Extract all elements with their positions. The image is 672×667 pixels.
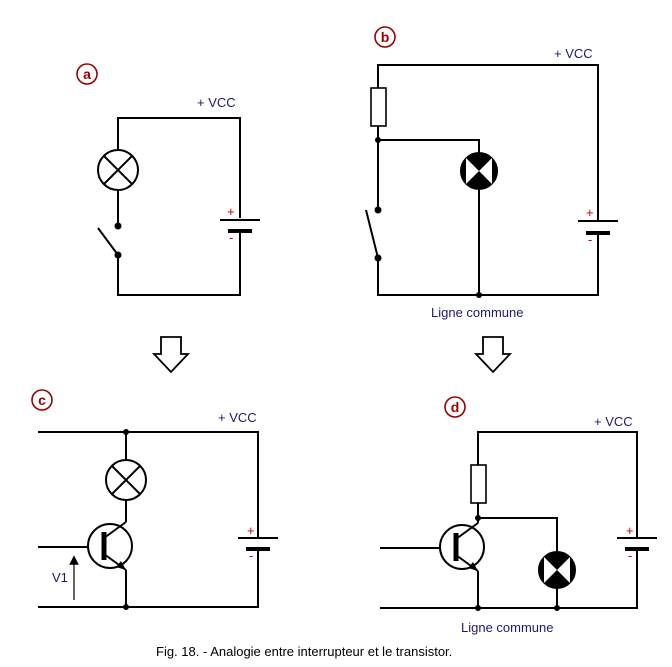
circuit-a-top-wire bbox=[117, 117, 241, 218]
circuit-a-vcc-label: + VCC bbox=[197, 95, 236, 110]
svg-text:-: - bbox=[628, 548, 632, 563]
circuit-c-vcc-label: + VCC bbox=[218, 410, 257, 425]
svg-text:-: - bbox=[588, 232, 592, 247]
circuit-d-bottom-wire bbox=[380, 551, 638, 609]
down-arrow-icon-right bbox=[473, 336, 513, 374]
circuit-b-lamp-feed-wire bbox=[378, 139, 480, 153]
circuit-a-badge: a bbox=[76, 63, 98, 85]
circuit-c-input-label: V1 bbox=[52, 570, 68, 585]
circuit-c: c + VCC V1 + - bbox=[31, 389, 278, 610]
circuit-d-lamp-icon bbox=[538, 551, 576, 589]
circuit-b-lamp-icon bbox=[460, 152, 498, 190]
circuit-b-bottom-wire bbox=[377, 234, 599, 296]
circuit-b-top-wire bbox=[377, 64, 599, 220]
circuit-c-badge: c bbox=[31, 389, 53, 411]
circuit-b: b + VCC + - Ligne commune bbox=[365, 26, 618, 320]
circuit-d-top-wire bbox=[477, 431, 638, 537]
circuit-c-transistor-icon bbox=[87, 521, 133, 571]
svg-text:-: - bbox=[229, 230, 233, 245]
circuit-d-resistor-icon bbox=[470, 464, 487, 504]
down-arrow-icon-left bbox=[151, 336, 191, 374]
svg-text:+: + bbox=[586, 205, 594, 220]
circuit-a-bottom-wire bbox=[117, 232, 241, 296]
circuit-a-lamp-icon bbox=[97, 149, 139, 191]
circuit-d-battery-icon: + - bbox=[617, 523, 657, 563]
svg-text:b: b bbox=[381, 29, 390, 45]
svg-text:-: - bbox=[249, 548, 253, 563]
circuit-b-ground-label: Ligne commune bbox=[431, 305, 524, 320]
circuit-d-vcc-label: + VCC bbox=[594, 414, 633, 429]
circuit-d-transistor-icon bbox=[439, 522, 485, 572]
circuit-a-battery-icon: + - bbox=[220, 204, 260, 245]
svg-text:a: a bbox=[83, 66, 91, 82]
circuit-c-battery-icon: + - bbox=[238, 523, 278, 563]
svg-text:+: + bbox=[227, 204, 235, 219]
circuit-d-lamp-feed-wire bbox=[478, 517, 558, 552]
circuit-c-bottom-wire bbox=[38, 551, 259, 608]
svg-text:c: c bbox=[38, 392, 46, 408]
svg-text:d: d bbox=[451, 399, 460, 415]
circuit-b-battery-icon: + - bbox=[578, 205, 618, 247]
svg-text:+: + bbox=[626, 523, 634, 538]
circuit-a: a + VCC + - bbox=[76, 63, 260, 296]
circuit-d: d + VCC + - bbox=[380, 396, 657, 635]
circuit-a-switch-icon bbox=[97, 222, 122, 259]
circuit-d-badge: d bbox=[444, 396, 466, 418]
circuit-b-switch-icon bbox=[365, 206, 382, 262]
circuit-c-top-wire bbox=[38, 431, 259, 537]
svg-text:+: + bbox=[247, 523, 255, 538]
circuit-b-vcc-label: + VCC bbox=[554, 46, 593, 61]
circuit-d-ground-label: Ligne commune bbox=[461, 620, 554, 635]
circuit-b-resistor-icon bbox=[370, 87, 387, 127]
figure-caption: Fig. 18. - Analogie entre interrupteur e… bbox=[156, 644, 452, 659]
circuit-b-badge: b bbox=[374, 26, 396, 48]
circuit-c-lamp-icon bbox=[105, 459, 147, 501]
